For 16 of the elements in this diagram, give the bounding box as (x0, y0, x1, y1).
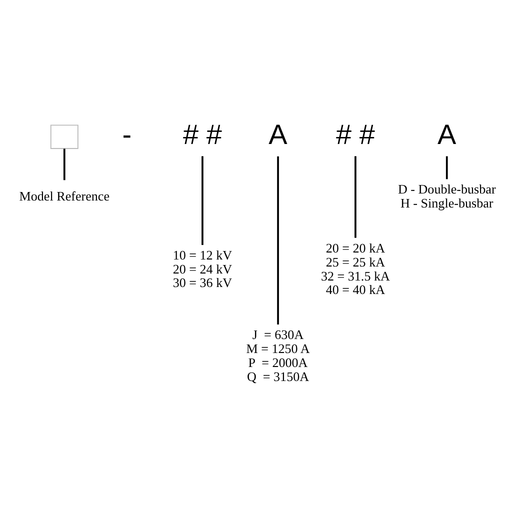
node-text: D - Double-busbar H - Single-busbar (398, 181, 496, 210)
node-text: A (438, 118, 456, 150)
node-text: # # (336, 118, 375, 150)
node-text: J = 630A M = 1250 A P = 2000A Q = 3150A (246, 327, 310, 384)
node-text: 10 = 12 kV 20 = 24 kV 30 = 36 kV (172, 247, 232, 290)
node-box (50, 124, 78, 149)
node-text: 20 = 20 kA 25 = 25 kA 32 = 31.5 kA 40 = 40 kA (320, 240, 390, 298)
connector (277, 156, 279, 324)
label: - (122, 118, 132, 150)
connector (63, 148, 66, 180)
node-text: Model Reference (19, 188, 110, 204)
connector (354, 156, 356, 238)
connector (446, 156, 448, 180)
node-text: # # (183, 118, 222, 150)
connector (202, 156, 204, 245)
node-text: A (268, 118, 288, 150)
